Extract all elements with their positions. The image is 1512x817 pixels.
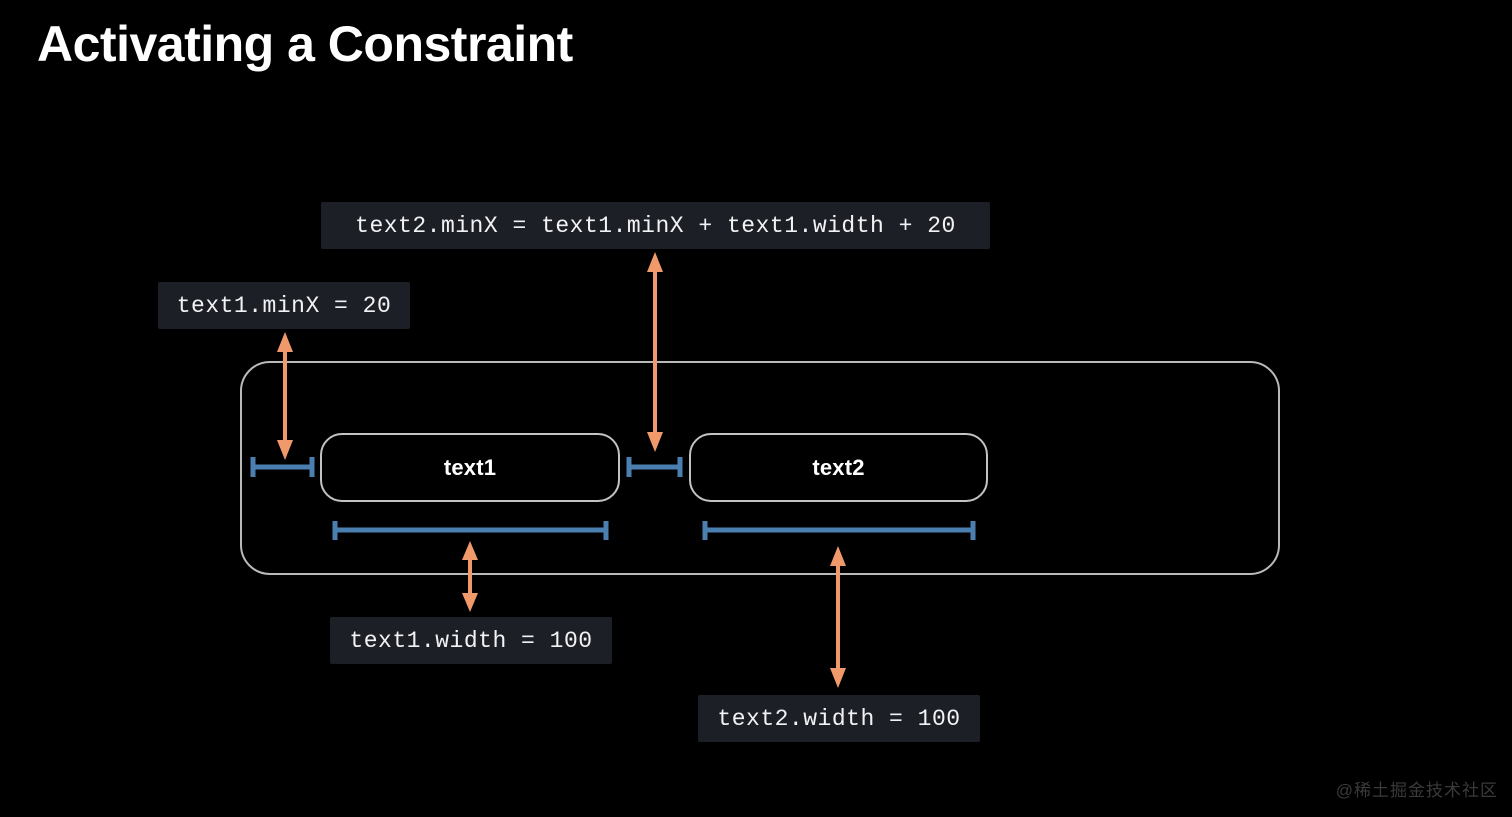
child-box-text1: text1: [320, 433, 620, 502]
child-box-text2: text2: [689, 433, 988, 502]
constraint-chip-text1-width: text1.width = 100: [330, 617, 612, 664]
page-title: Activating a Constraint: [37, 16, 573, 72]
child-box-text2-label: text2: [812, 454, 865, 480]
constraint-chip-text1-minx: text1.minX = 20: [158, 282, 410, 329]
parent-view-container: [240, 361, 1280, 575]
constraint-chip-text2-minx: text2.minX = text1.minX + text1.width + …: [321, 202, 990, 249]
watermark: @稀土掘金技术社区: [1335, 781, 1498, 800]
child-box-text1-label: text1: [443, 454, 497, 480]
constraint-chip-text2-width: text2.width = 100: [698, 695, 980, 742]
